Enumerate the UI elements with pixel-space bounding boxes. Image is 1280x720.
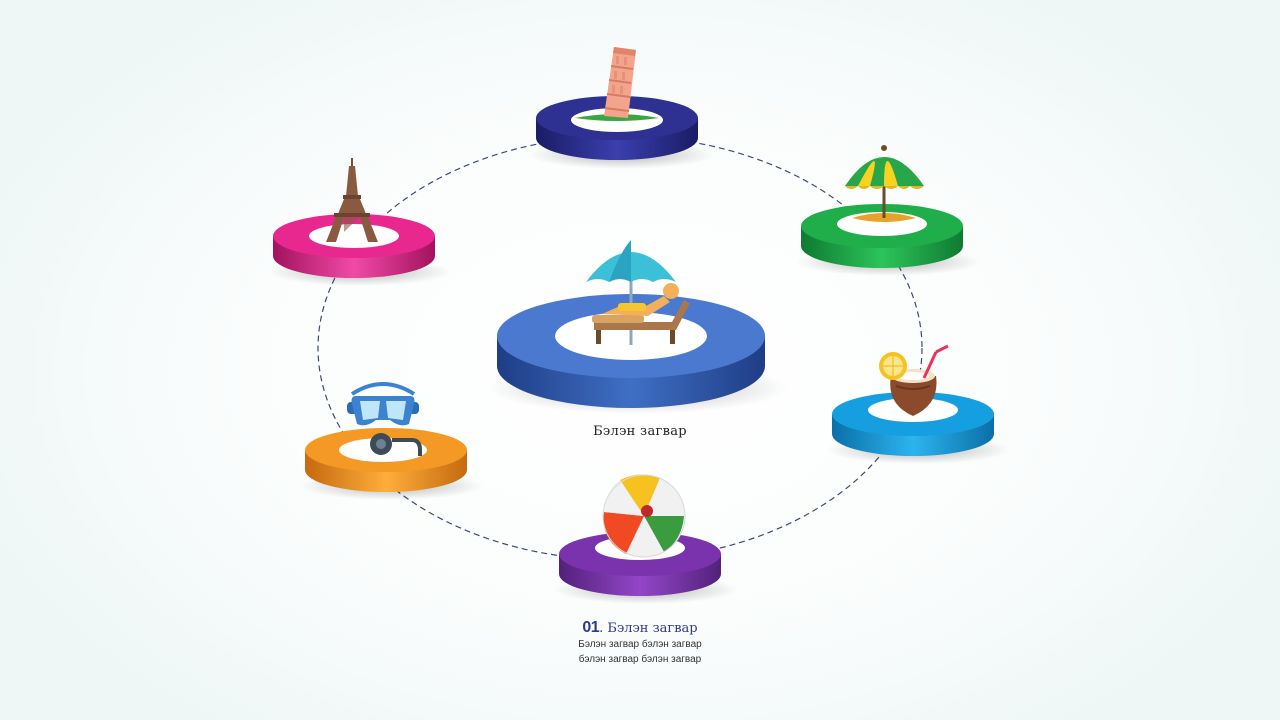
diving-mask-icon bbox=[347, 382, 422, 456]
caption-number: 01 bbox=[582, 619, 600, 636]
sunbed-umbrella-icon bbox=[586, 240, 690, 345]
beach-umbrella-icon bbox=[845, 145, 924, 222]
caption-title: . Бэлэн загвар bbox=[599, 621, 698, 636]
caption-block: 01. Бэлэн загвар Бэлэн загвар бэлэн загв… bbox=[540, 619, 740, 667]
caption-line-2: бэлэн загвар бэлэн загвар bbox=[578, 654, 702, 665]
node-umbrella bbox=[796, 204, 980, 276]
node-eiffel bbox=[268, 214, 452, 286]
beach-ball-icon bbox=[602, 474, 686, 558]
center-label: Бэлэн загвар bbox=[593, 424, 687, 439]
connector-ring bbox=[317, 135, 923, 561]
leaning-tower-icon bbox=[575, 47, 659, 121]
eiffel-tower-icon bbox=[326, 158, 378, 242]
coconut-drink-icon bbox=[879, 344, 949, 416]
caption-line-1: Бэлэн загвар бэлэн загвар bbox=[578, 639, 702, 650]
